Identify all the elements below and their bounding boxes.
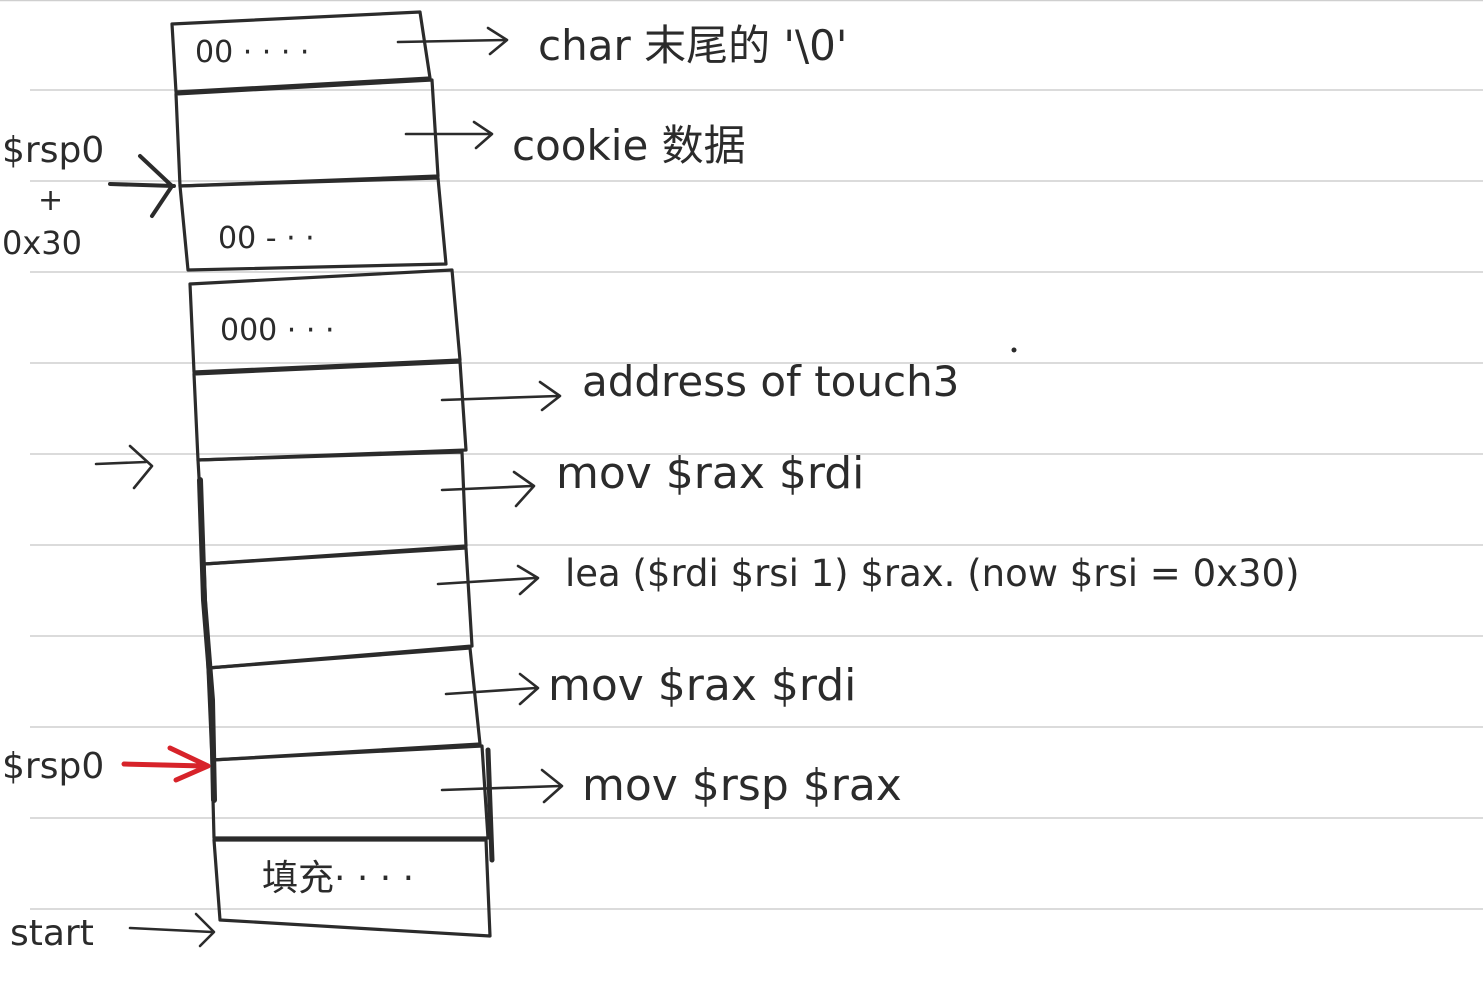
annotations: char 末尾的 '\0' cookie 数据 address of touch… xyxy=(512,21,1300,811)
stack-cell-text-0: 00 · · · · xyxy=(195,35,309,70)
left-arrows xyxy=(94,154,216,948)
arrow-rsp0-plus xyxy=(108,154,176,218)
label-plus: + xyxy=(38,183,63,218)
annotation-mov-rax-rdi-1: mov $rax $rdi xyxy=(556,448,864,499)
arrow-rsp0-red xyxy=(121,745,211,783)
stack-cell-5 xyxy=(196,450,468,566)
annotation-mov-rax-rdi-2: mov $rax $rdi xyxy=(548,660,856,711)
label-rsp0-top: $rsp0 xyxy=(2,130,104,171)
arrow-mid xyxy=(94,444,154,490)
stack-cell-text-2: 00 - · · xyxy=(218,221,315,256)
stack-cell-8 xyxy=(210,744,490,840)
left-labels: $rsp0 + 0x30 $rsp0 start xyxy=(2,130,104,954)
annotation-arrows xyxy=(396,26,564,804)
stack-cell-texts: 00 · · · · 00 - · · 000 · · · 填充· · · · xyxy=(195,35,414,899)
label-rsp0-bottom: $rsp0 xyxy=(2,746,104,787)
arrow-start xyxy=(128,912,216,948)
label-start: start xyxy=(10,913,94,954)
annotation-cookie: cookie 数据 xyxy=(512,121,746,170)
stack-left-edge xyxy=(197,477,495,863)
stack-cell-2 xyxy=(178,176,448,272)
stack-cell-0 xyxy=(170,10,432,94)
annotation-mov-rsp-rax: mov $rsp $rax xyxy=(582,760,902,811)
annotation-lea: lea ($rdi $rsi 1) $rax. (now $rsi = 0x30… xyxy=(565,552,1300,595)
annotation-char-end: char 末尾的 '\0' xyxy=(538,21,847,70)
stack-cell-text-9: 填充· · · · xyxy=(262,858,414,899)
stack-cell-1 xyxy=(174,78,440,188)
stray-dot xyxy=(1011,347,1017,353)
stack-column xyxy=(170,10,492,938)
annotation-touch3: address of touch3 xyxy=(582,357,959,406)
label-offset: 0x30 xyxy=(2,224,82,262)
stack-cell-3 xyxy=(188,268,462,374)
stack-cell-text-3: 000 · · · xyxy=(220,313,334,348)
stack-cell-4 xyxy=(192,360,468,462)
stack-cell-7 xyxy=(206,646,482,762)
stack-cell-9 xyxy=(212,838,492,938)
